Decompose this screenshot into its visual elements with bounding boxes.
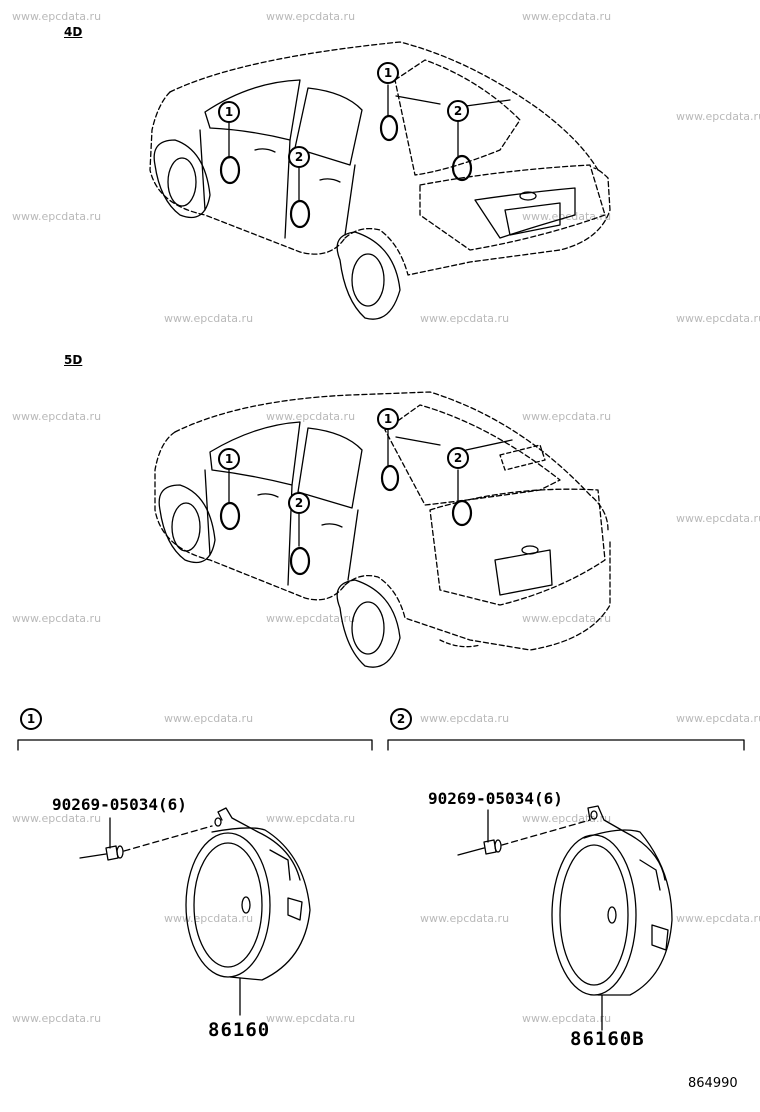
watermark: www.epcdata.ru <box>522 1012 612 1025</box>
watermark: www.epcdata.ru <box>266 612 356 625</box>
watermark: www.epcdata.ru <box>12 10 102 23</box>
watermark: www.epcdata.ru <box>266 812 356 825</box>
detail-1-illustration <box>17 739 373 1016</box>
callout-2: 2 <box>447 447 469 469</box>
watermark: www.epcdata.ru <box>420 712 510 725</box>
part-number-screw-right: 90269-05034(6) <box>428 789 563 808</box>
watermark: www.epcdata.ru <box>12 1012 102 1025</box>
watermark: www.epcdata.ru <box>676 312 760 325</box>
watermark: www.epcdata.ru <box>676 512 760 525</box>
callout-2: 2 <box>447 100 469 122</box>
watermark: www.epcdata.ru <box>12 812 102 825</box>
watermark: www.epcdata.ru <box>522 10 612 23</box>
callout-2: 2 <box>288 492 310 514</box>
watermark: www.epcdata.ru <box>522 612 612 625</box>
callout-1: 1 <box>218 448 240 470</box>
watermark: www.epcdata.ru <box>12 410 102 423</box>
watermark: www.epcdata.ru <box>164 312 254 325</box>
detail-header-2: 2 <box>390 708 412 730</box>
watermark: www.epcdata.ru <box>522 410 612 423</box>
watermark: www.epcdata.ru <box>266 10 356 23</box>
watermark: www.epcdata.ru <box>676 712 760 725</box>
watermark: www.epcdata.ru <box>266 410 356 423</box>
watermark: www.epcdata.ru <box>522 210 612 223</box>
part-number-speaker-rear: 86160B <box>570 1028 645 1050</box>
detail-2-illustration <box>387 739 745 1031</box>
section-label-5d: 5D <box>64 353 83 367</box>
watermark: www.epcdata.ru <box>420 912 510 925</box>
part-number-screw-left: 90269-05034(6) <box>52 795 187 814</box>
watermark: www.epcdata.ru <box>676 912 760 925</box>
part-number-speaker-front: 86160 <box>208 1019 271 1041</box>
diagram-id: 864990 <box>688 1076 738 1091</box>
watermark: www.epcdata.ru <box>164 712 254 725</box>
section-label-4d: 4D <box>64 25 83 39</box>
callout-1: 1 <box>377 62 399 84</box>
wagon-car-illustration <box>154 391 611 668</box>
watermark: www.epcdata.ru <box>676 110 760 123</box>
watermark: www.epcdata.ru <box>12 210 102 223</box>
callout-1: 1 <box>218 101 240 123</box>
callout-1: 1 <box>377 408 399 430</box>
sedan-car-illustration <box>149 41 611 320</box>
watermark: www.epcdata.ru <box>12 612 102 625</box>
detail-header-1: 1 <box>20 708 42 730</box>
watermark: www.epcdata.ru <box>420 312 510 325</box>
watermark: www.epcdata.ru <box>266 1012 356 1025</box>
callout-2: 2 <box>288 146 310 168</box>
